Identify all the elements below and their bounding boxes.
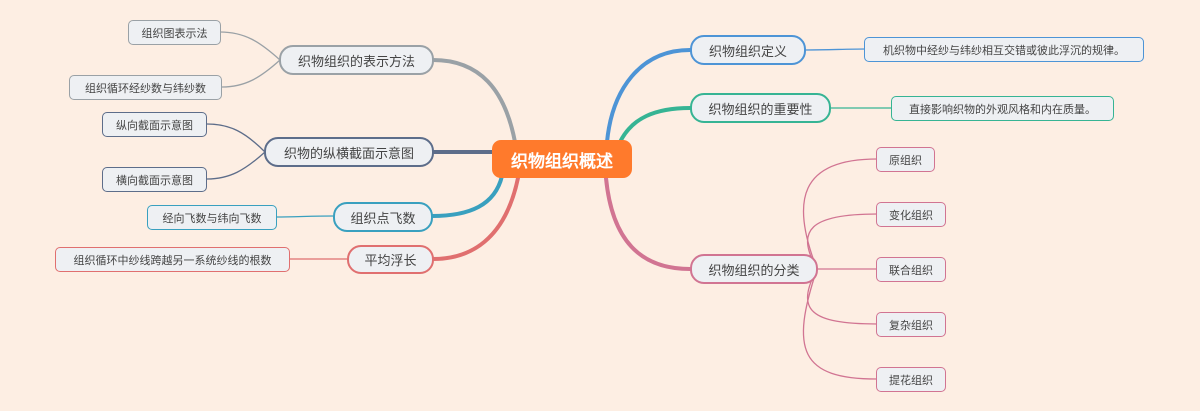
leaf-derivative-weave[interactable]: 变化组织 [876, 202, 946, 227]
leaf-warp-weft-float-count[interactable]: 经向飞数与纬向飞数 [147, 205, 277, 230]
connector-definition-leaf-1 [804, 48, 866, 51]
topic-average-float-length[interactable]: 平均浮长 [347, 245, 434, 274]
connector-classification-leaf-1 [802, 158, 878, 270]
connector-float-count-leaf-1 [275, 215, 334, 218]
connector-root-definition [605, 48, 692, 144]
connector-root-float-count [430, 174, 504, 218]
leaf-compound-weave[interactable]: 复杂组织 [876, 312, 946, 337]
leaf-longitudinal-section[interactable]: 纵向截面示意图 [102, 112, 207, 137]
connector-cross-section-leaf-2 [206, 151, 266, 180]
connector-cross-section-leaf-1 [206, 123, 266, 153]
leaf-elementary-weave[interactable]: 原组织 [876, 147, 935, 172]
topic-weave-classification[interactable]: 织物组织的分类 [690, 254, 818, 284]
topic-float-count[interactable]: 组织点飞数 [333, 202, 433, 232]
connector-classification-leaf-4 [807, 268, 878, 325]
leaf-float-yarn-count[interactable]: 组织循环中纱线跨越另一系统纱线的根数 [55, 247, 290, 272]
leaf-repeat-warp-weft-count[interactable]: 组织循环经纱数与纬纱数 [69, 75, 222, 100]
connector-root-classification [604, 176, 692, 271]
leaf-importance-text[interactable]: 直接影响织物的外观风格和内在质量。 [891, 96, 1114, 121]
connector-classification-leaf-5 [802, 268, 878, 380]
connector-root-float-length [431, 176, 520, 261]
leaf-transverse-section[interactable]: 横向截面示意图 [102, 167, 207, 192]
topic-representation-method[interactable]: 织物组织的表示方法 [279, 45, 434, 75]
connector-representation-leaf-1 [219, 31, 281, 61]
leaf-combination-weave[interactable]: 联合组织 [876, 257, 946, 282]
connector-classification-leaf-2 [807, 213, 878, 270]
leaf-jacquard-weave[interactable]: 提花组织 [876, 367, 946, 392]
leaf-definition-text[interactable]: 机织物中经纱与纬纱相互交错或彼此浮沉的规律。 [864, 37, 1144, 62]
leaf-weave-diagram-notation[interactable]: 组织图表示法 [128, 20, 221, 45]
connector-representation-leaf-2 [221, 59, 281, 88]
topic-weave-definition[interactable]: 织物组织定义 [690, 35, 806, 65]
connector-root-representation [431, 58, 517, 144]
connector-root-importance [618, 106, 692, 144]
root-topic[interactable]: 织物组织概述 [492, 140, 632, 178]
topic-weave-importance[interactable]: 织物组织的重要性 [690, 93, 831, 123]
topic-cross-section-diagram[interactable]: 织物的纵横截面示意图 [264, 137, 434, 167]
